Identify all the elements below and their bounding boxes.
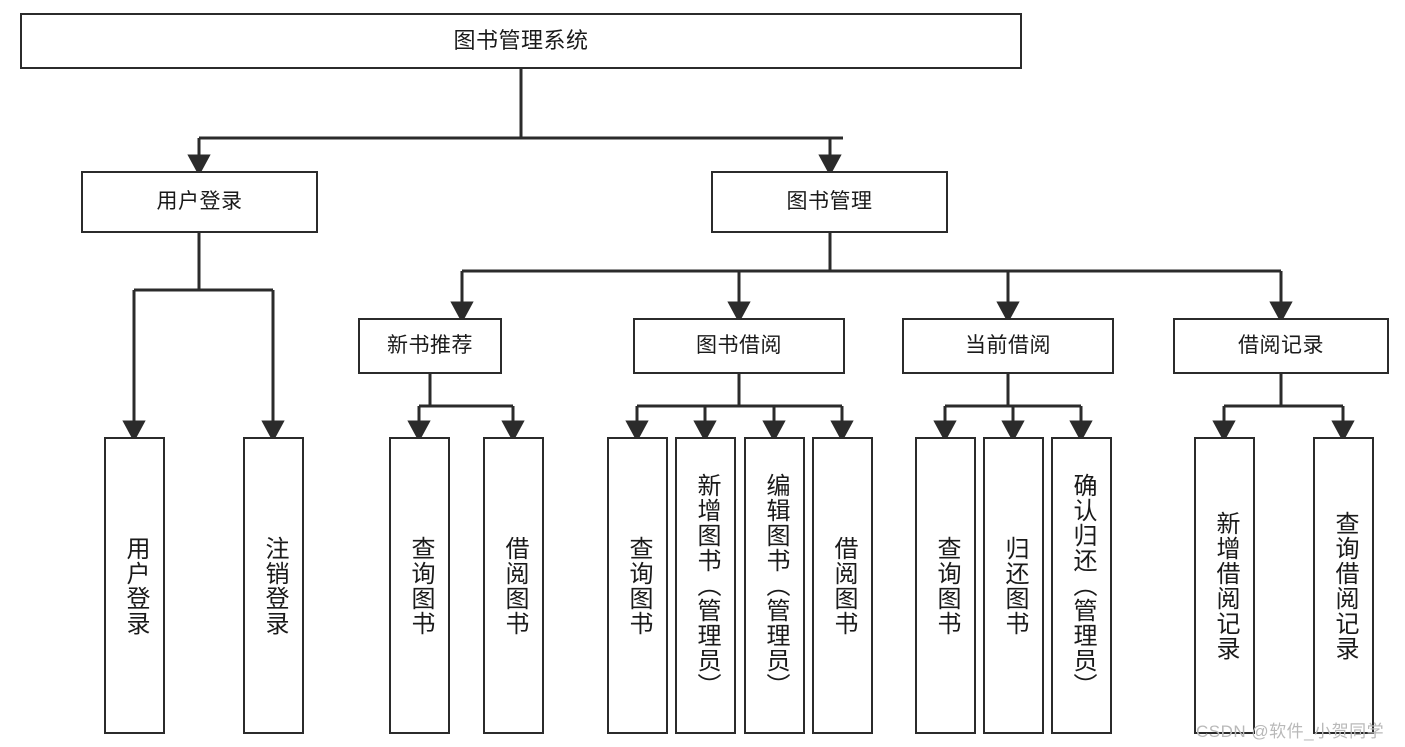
node-leaf-query-book-rec[interactable]: 查询图书: [389, 437, 450, 734]
node-current-borrow[interactable]: 当前借阅: [902, 318, 1114, 374]
node-leaf-query-book-borrow[interactable]: 查询图书: [607, 437, 668, 734]
node-leaf-borrow-book[interactable]: 借阅图书: [812, 437, 873, 734]
node-current-borrow-label: 当前借阅: [965, 333, 1051, 357]
node-leaf-query-book-cur-label: 查询图书: [932, 535, 960, 636]
node-leaf-return-book[interactable]: 归还图书: [983, 437, 1044, 734]
node-new-book-rec[interactable]: 新书推荐: [358, 318, 502, 374]
node-leaf-add-book[interactable]: 新增图书（管理员）: [675, 437, 736, 734]
node-root[interactable]: 图书管理系统: [20, 13, 1022, 69]
csdn-watermark: CSDN @软件_小贺同学: [1196, 722, 1385, 741]
node-book-borrow[interactable]: 图书借阅: [633, 318, 845, 374]
node-leaf-confirm-return[interactable]: 确认归还（管理员）: [1051, 437, 1112, 734]
node-book-manage-label: 图书管理: [786, 189, 873, 213]
node-root-label: 图书管理系统: [453, 28, 589, 54]
node-leaf-query-book-cur[interactable]: 查询图书: [915, 437, 976, 734]
node-leaf-confirm-return-label: 确认归还（管理员）: [1068, 473, 1096, 698]
node-leaf-add-book-label: 新增图书（管理员）: [692, 473, 720, 698]
node-leaf-user-logout[interactable]: 注销登录: [243, 437, 304, 734]
node-book-borrow-label: 图书借阅: [696, 333, 782, 357]
node-leaf-borrow-book-label: 借阅图书: [829, 535, 857, 636]
node-user-login-label: 用户登录: [156, 189, 243, 213]
node-leaf-borrow-book-rec-label: 借阅图书: [500, 535, 528, 636]
node-leaf-query-book-borrow-label: 查询图书: [624, 535, 652, 636]
node-leaf-add-record[interactable]: 新增借阅记录: [1194, 437, 1255, 734]
node-book-manage[interactable]: 图书管理: [711, 171, 948, 233]
node-leaf-user-login-label: 用户登录: [121, 535, 149, 636]
node-leaf-query-book-rec-label: 查询图书: [406, 535, 434, 636]
node-new-book-rec-label: 新书推荐: [387, 333, 473, 357]
node-borrow-record[interactable]: 借阅记录: [1173, 318, 1389, 374]
node-leaf-return-book-label: 归还图书: [1000, 535, 1028, 636]
node-leaf-user-login[interactable]: 用户登录: [104, 437, 165, 734]
node-leaf-edit-book[interactable]: 编辑图书（管理员）: [744, 437, 805, 734]
node-leaf-user-logout-label: 注销登录: [260, 535, 288, 636]
node-leaf-query-record[interactable]: 查询借阅记录: [1313, 437, 1374, 734]
node-leaf-add-record-label: 新增借阅记录: [1211, 510, 1239, 661]
node-leaf-borrow-book-rec[interactable]: 借阅图书: [483, 437, 544, 734]
node-borrow-record-label: 借阅记录: [1238, 333, 1324, 357]
node-user-login[interactable]: 用户登录: [81, 171, 318, 233]
node-leaf-edit-book-label: 编辑图书（管理员）: [761, 473, 789, 698]
node-leaf-query-record-label: 查询借阅记录: [1330, 510, 1358, 661]
